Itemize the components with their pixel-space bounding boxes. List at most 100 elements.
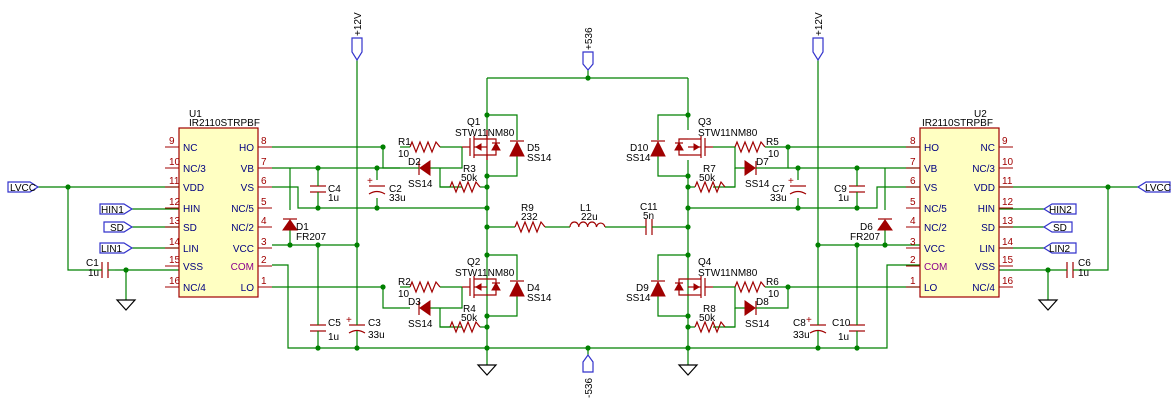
u1-pin-name: SD xyxy=(183,223,197,234)
u1-pin-number: 14 xyxy=(169,237,181,248)
u2-pin-number: 14 xyxy=(1002,237,1014,248)
r9-ref: R9 xyxy=(521,203,534,214)
c9-ref: C9 xyxy=(834,184,847,195)
u2-pin-name: HO xyxy=(924,143,939,154)
port-lin1: LIN1 xyxy=(101,244,123,255)
r1-ref: R1 xyxy=(398,137,411,148)
u2-pin-number: 3 xyxy=(910,237,916,248)
u2-pin-name: NC/2 xyxy=(924,223,947,234)
u2-pin-number: 15 xyxy=(1002,255,1014,266)
q1-ref: Q1 xyxy=(467,117,481,128)
inductor-l1: L1 22u xyxy=(569,203,606,228)
d7-value: SS14 xyxy=(745,179,770,190)
r3-ref: R3 xyxy=(463,164,476,175)
c10-ref: C10 xyxy=(832,318,851,329)
r7-value: 50k xyxy=(699,173,716,184)
u2-pin-name: VS xyxy=(924,183,938,194)
r6-ref: R6 xyxy=(766,277,779,288)
q4-ref: Q4 xyxy=(698,257,712,268)
r5-ref: R5 xyxy=(766,137,779,148)
r2-value: 10 xyxy=(398,289,410,300)
d2-ref: D2 xyxy=(408,157,421,168)
u1-pin-number: 7 xyxy=(261,157,267,168)
u1-pin-name: HO xyxy=(239,143,254,154)
d5-ref: D5 xyxy=(527,143,540,154)
u1-pin-number: 3 xyxy=(261,237,267,248)
ports: LVCC HIN1 SD LIN1 LVCC HIN2 SD LIN2 +12V… xyxy=(7,12,1171,398)
chip-u1: U1 IR2110STRPBF 9NC10NC/311VDD12HIN13SD1… xyxy=(165,109,272,298)
u2-pin-name: COM xyxy=(924,262,947,273)
mosfet-q3: Q3 STW11NM80 xyxy=(674,117,758,158)
u1-pin-number: 5 xyxy=(261,197,267,208)
svg-text:+: + xyxy=(788,176,794,187)
d10-ref: D10 xyxy=(630,143,649,154)
c1-value: 1u xyxy=(88,268,99,279)
u1-pin-name: NC/3 xyxy=(183,164,206,175)
port-12v-right: +12V xyxy=(814,12,825,36)
u1-pin-number: 10 xyxy=(169,157,181,168)
u2-pin-name: LO xyxy=(924,283,938,294)
u1-pin-name: VB xyxy=(241,164,255,175)
u2-pin-number: 2 xyxy=(910,255,916,266)
c2-ref: C2 xyxy=(389,184,402,195)
u1-pin-number: 2 xyxy=(261,255,267,266)
u2-pin-name: NC/3 xyxy=(972,164,995,175)
l1-value: 22u xyxy=(581,212,598,223)
u2-pin-number: 7 xyxy=(910,157,916,168)
r2-ref: R2 xyxy=(398,277,411,288)
c7-value: 33u xyxy=(770,193,787,204)
u1-pin-name: VCC xyxy=(233,244,254,255)
svg-text:+: + xyxy=(346,315,352,326)
d1-value: FR207 xyxy=(296,232,326,243)
port-sd-left: SD xyxy=(110,223,124,234)
r3-value: 50k xyxy=(461,173,478,184)
d9-value: SS14 xyxy=(626,293,651,304)
c8-ref: C8 xyxy=(793,318,806,329)
u1-pin-name: NC/5 xyxy=(231,204,254,215)
c7-ref: C7 xyxy=(772,184,785,195)
u1-pin-number: 6 xyxy=(261,176,267,187)
u2-pin-number: 11 xyxy=(1002,176,1013,187)
q2-value: STW11NM80 xyxy=(455,268,515,279)
r4-value: 50k xyxy=(461,313,478,324)
c3-ref: C3 xyxy=(368,318,381,329)
c10-value: 1u xyxy=(838,332,849,343)
q3-value: STW11NM80 xyxy=(698,128,758,139)
u2-pin-number: 16 xyxy=(1002,276,1014,287)
svg-text:+: + xyxy=(806,315,812,326)
r5-value: 10 xyxy=(768,149,780,160)
r8-ref: R8 xyxy=(703,304,716,315)
r8-value: 50k xyxy=(699,313,716,324)
u2-pin-number: 6 xyxy=(910,176,916,187)
mosfet-q4: Q4 STW11NM80 xyxy=(674,257,758,298)
u2-pin-number: 8 xyxy=(910,136,916,147)
u1-pin-number: 15 xyxy=(169,255,181,266)
u2-pin-name: NC/4 xyxy=(972,283,995,294)
port-n536: -536 xyxy=(584,378,595,398)
u2-pin-name: VCC xyxy=(924,244,945,255)
port-lvcc-right: LVCC xyxy=(1145,183,1171,194)
r6-value: 10 xyxy=(768,289,780,300)
u2-pin-name: NC xyxy=(981,143,995,154)
port-hin1: HIN1 xyxy=(101,205,124,216)
c6-value: 1u xyxy=(1078,268,1089,279)
port-p536: +536 xyxy=(584,27,595,50)
u1-pin-number: 16 xyxy=(169,276,181,287)
u1-pin-name: NC/4 xyxy=(183,283,206,294)
u1-pin-name: NC xyxy=(183,143,197,154)
d10-value: SS14 xyxy=(626,153,651,164)
u2-pin-name: VSS xyxy=(975,262,995,273)
u1-pin-name: VSS xyxy=(183,262,203,273)
u2-pin-number: 9 xyxy=(1002,136,1008,147)
u2-pin-number: 13 xyxy=(1002,216,1014,227)
u2-pin-name: NC/5 xyxy=(924,204,947,215)
c2-value: 33u xyxy=(389,193,406,204)
r1-value: 10 xyxy=(398,149,410,160)
u1-pin-name: NC/2 xyxy=(231,223,254,234)
mosfet-q1: Q1 STW11NM80 xyxy=(455,117,515,160)
